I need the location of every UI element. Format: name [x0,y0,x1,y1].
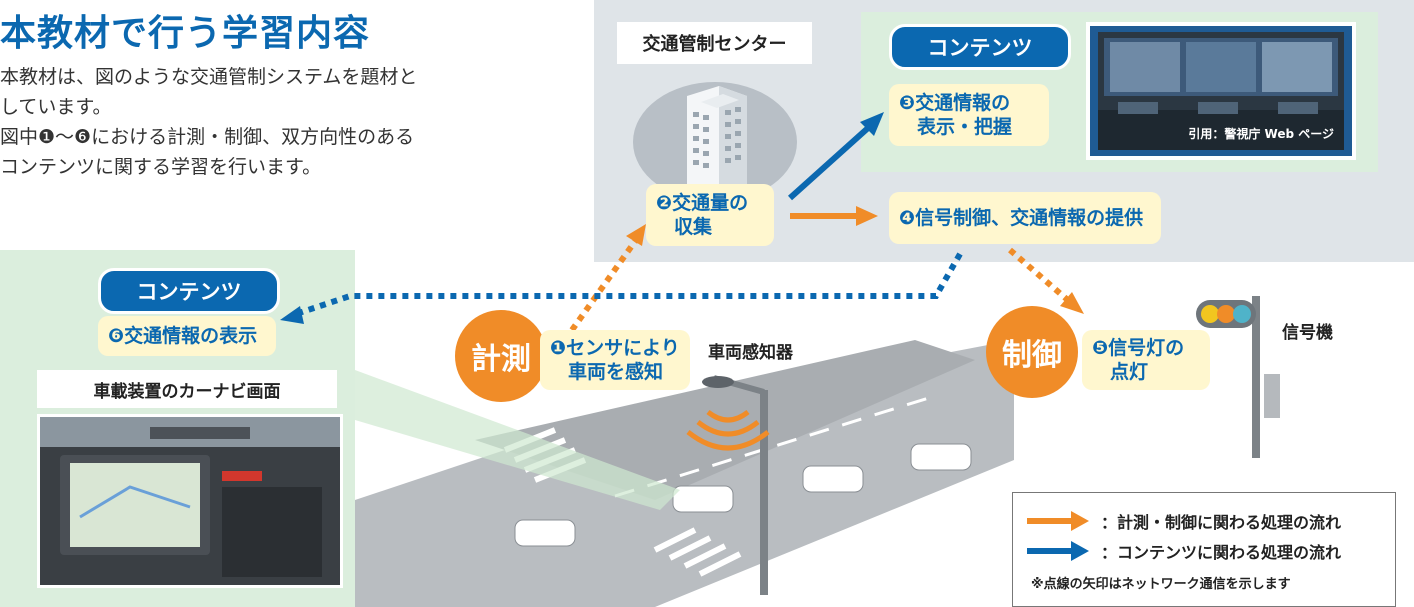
step4-box: ❹信号制御、交通情報の提供 [889,192,1161,244]
step5-line: 点灯 [1110,361,1149,383]
step2-line: 収集 [674,216,713,238]
control-room-illustration [1098,32,1344,150]
traffic-center-label: 交通管制センター [617,22,812,64]
measurement-circle: 計測 [455,310,547,402]
car-navi-label: 車載装置のカーナビ画面 [37,370,337,408]
intro-line: 図中❶〜❻における計測・制御、双方向性のある [0,126,415,148]
page-title: 本教材で行う学習内容 [0,13,371,54]
vehicle-detector-pole [686,375,770,595]
traffic-signal-label: 信号機 [1282,323,1333,343]
legend-blue-row: ：コンテンツに関わる処理の流れ [1027,539,1341,563]
control-room-photo: 引用：警視庁 Web ページ [1086,22,1356,160]
step2-box: ❷交通量の 収集 [646,184,774,246]
intro-line: 本教材は、図のような交通管制システムを題材と [0,66,418,88]
step3-box: ❸交通情報の 表示・把握 [889,84,1049,146]
step2-line: ❷交通量の [656,192,749,214]
image-citation: 引用：警視庁 Web ページ [1188,127,1334,141]
step5-box: ❺信号灯の 点灯 [1082,330,1210,390]
legend-orange-text: ：計測・制御に関わる処理の流れ [1101,513,1342,532]
contents-badge: コンテンツ [889,24,1071,70]
step6-box: ❻交通情報の表示 [98,316,276,356]
step1-box: ❶センサにより 車両を感知 [540,330,690,390]
traffic-signal [1196,296,1280,458]
car-contents-badge: コンテンツ [98,268,280,314]
car-navi-photo [37,414,343,588]
blue-arrow-icon [1027,541,1089,561]
step1-line: ❶センサにより [550,337,680,359]
step1-line: 車両を感知 [568,361,664,383]
vehicle-detector-label: 車両感知器 [708,343,793,363]
step3-line: ❸交通情報の [899,92,1011,114]
control-room-screen: 引用：警視庁 Web ページ [1098,32,1344,150]
intro-text: 本教材は、図のような交通管制システムを題材と しています。 図中❶〜❻における計… [0,62,417,182]
intro-line: しています。 [0,96,112,118]
intro-line: コンテンツに関する学習を行います。 [0,156,322,178]
step3-line: 表示・把握 [917,116,1013,138]
control-circle: 制御 [986,306,1078,398]
step6-text: ❻交通情報の表示 [108,325,258,347]
step4-text: ❹信号制御、交通情報の提供 [899,207,1144,229]
legend-orange-row: ：計測・制御に関わる処理の流れ [1027,509,1341,533]
legend: ：計測・制御に関わる処理の流れ ：コンテンツに関わる処理の流れ ※点線の矢印はネ… [1012,492,1396,607]
orange-arrow-icon [1027,511,1089,531]
legend-note: ※点線の矢印はネットワーク通信を示します [1031,577,1291,592]
car-navi-illustration [40,417,340,585]
step5-line: ❺信号灯の [1092,337,1185,359]
legend-blue-text: ：コンテンツに関わる処理の流れ [1101,543,1342,562]
building-illustration [633,82,797,198]
